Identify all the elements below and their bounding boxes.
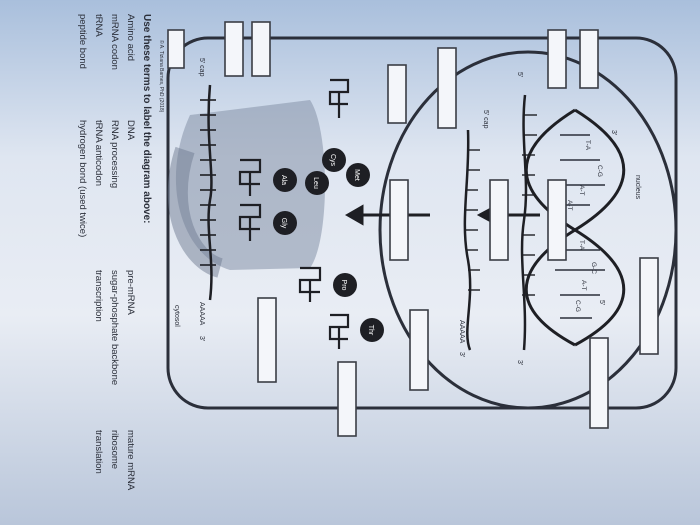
term-cell: mature mRNA bbox=[125, 430, 136, 491]
three-prime-label: 3' bbox=[198, 336, 205, 341]
amino-acid-met bbox=[346, 163, 370, 187]
label-box bbox=[579, 29, 599, 89]
five-prime-label: 5' bbox=[516, 72, 523, 77]
amino-acid-label: Pro bbox=[340, 280, 347, 291]
poly-a-label-cytosol: AAAAA bbox=[198, 302, 205, 326]
base-pair-label: G-C bbox=[590, 262, 597, 274]
label-box bbox=[437, 47, 457, 129]
term-cell: tRNA bbox=[93, 14, 104, 37]
term-cell: Amino acid bbox=[125, 14, 136, 61]
amino-acid-label: Met bbox=[353, 169, 360, 181]
poly-a-label-nucleus: AAAAA bbox=[458, 320, 465, 344]
five-cap-label-nucleus: 5' cap bbox=[482, 110, 489, 129]
amino-acid-ala bbox=[273, 168, 297, 192]
label-box bbox=[389, 179, 409, 261]
three-prime-label: 3' bbox=[458, 352, 465, 357]
trna-free-bottom bbox=[328, 313, 350, 349]
trna-bound-1 bbox=[238, 158, 262, 196]
label-box bbox=[257, 297, 277, 383]
term-cell: tRNA anticodon bbox=[93, 120, 104, 186]
terms-heading: Use these terms to label the diagram abo… bbox=[141, 14, 152, 224]
mrna-strand-nucleus bbox=[520, 94, 528, 351]
dna-strand-2 bbox=[524, 108, 626, 347]
term-cell: DNA bbox=[125, 120, 136, 141]
amino-acid-label: Gly bbox=[280, 218, 287, 229]
base-pair-label: T-A bbox=[584, 140, 591, 151]
term-cell: translation bbox=[93, 430, 104, 474]
term-cell: peptide bond bbox=[77, 14, 88, 69]
base-pair-label: C-G bbox=[574, 300, 581, 312]
amino-acid-cys bbox=[322, 148, 346, 172]
label-box bbox=[387, 64, 407, 124]
label-box bbox=[547, 29, 567, 89]
credit-line: © A. Tiziana Barnes, PhD (2018) bbox=[158, 40, 165, 113]
label-box bbox=[251, 21, 271, 77]
arrow-export-head bbox=[344, 204, 364, 226]
label-box bbox=[409, 309, 429, 391]
term-cell: ribosome bbox=[109, 430, 120, 469]
amino-acid-leu bbox=[305, 171, 329, 195]
term-cell: hydrogen bond (used twice) bbox=[77, 120, 88, 237]
label-box bbox=[224, 21, 244, 77]
base-pair-label: A-T bbox=[578, 185, 585, 196]
term-cell: mRNA codon bbox=[109, 14, 120, 70]
term-cell: sugar-phosphate backbone bbox=[109, 270, 120, 385]
label-box bbox=[337, 361, 357, 437]
label-box bbox=[639, 257, 659, 355]
nucleus-outline bbox=[378, 50, 678, 410]
term-cell: RNA processing bbox=[109, 120, 120, 188]
base-pair-label: T-A bbox=[578, 240, 585, 251]
three-prime-label: 3' bbox=[610, 130, 617, 135]
label-box bbox=[489, 179, 509, 261]
label-box bbox=[589, 337, 609, 429]
amino-acid-label: Leu bbox=[312, 177, 319, 189]
trna-bound-2 bbox=[238, 203, 262, 241]
amino-acid-label: Ala bbox=[280, 175, 287, 185]
cytosol-label: cytosol bbox=[173, 305, 180, 327]
amino-acid-label: Thr bbox=[367, 325, 374, 336]
label-box bbox=[547, 179, 567, 261]
three-prime-label: 3' bbox=[516, 360, 523, 365]
base-pair-label: A-T bbox=[580, 280, 587, 291]
amino-acid-label: Cys bbox=[329, 154, 336, 167]
trna-free-middle bbox=[298, 266, 322, 302]
amino-acid-thr bbox=[360, 318, 384, 342]
base-pair-label: C-G bbox=[596, 165, 603, 177]
term-cell: pre-mRNA bbox=[125, 270, 136, 316]
five-cap-label-cytosol: 5' cap bbox=[198, 58, 205, 77]
label-box bbox=[167, 29, 185, 69]
five-prime-label: 5' bbox=[598, 300, 605, 305]
amino-acid-pro bbox=[333, 273, 357, 297]
base-pair-label: A-T bbox=[566, 200, 573, 211]
pre-mrna-strand bbox=[463, 129, 472, 351]
term-cell: transcription bbox=[93, 270, 104, 322]
amino-acid-gly bbox=[273, 211, 297, 235]
trna-free-top bbox=[328, 78, 350, 118]
nucleus-label: nucleus bbox=[634, 175, 641, 200]
